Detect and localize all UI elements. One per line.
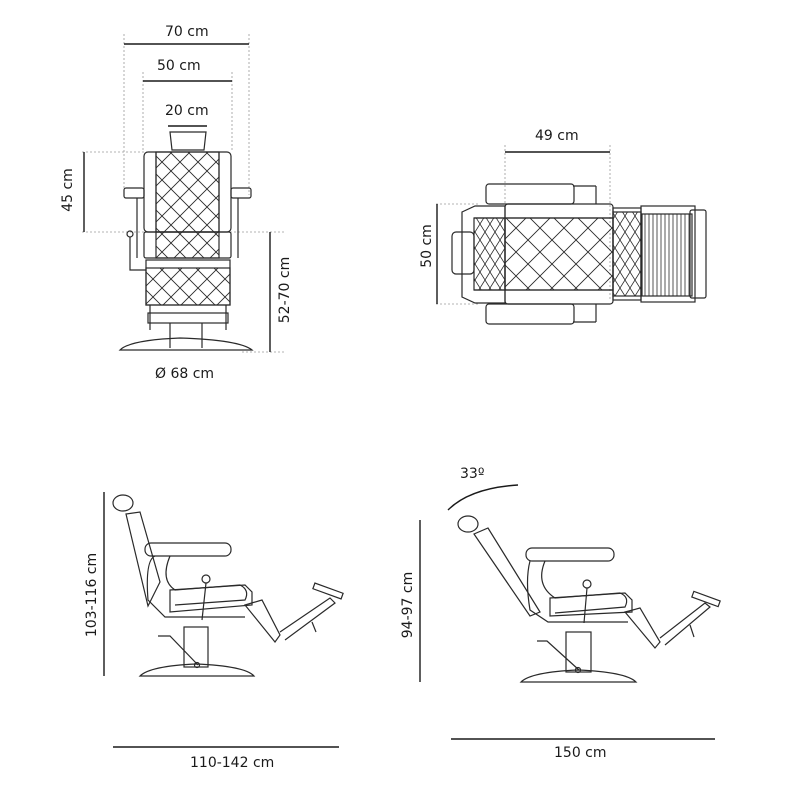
- recline-angle-label: 33º: [460, 466, 485, 482]
- side-reclined-view: [419, 484, 721, 740]
- overall-width-label: 70 cm: [165, 24, 209, 40]
- top-seat-width-label: 50 cm: [418, 224, 435, 268]
- upright-dim-lines: [103, 492, 339, 748]
- upright-length-label: 110-142 cm: [190, 755, 275, 771]
- headrest-width-label: 20 cm: [165, 103, 209, 119]
- side-upright-view: [103, 492, 344, 748]
- top-dim-lines: [436, 151, 610, 304]
- base-diameter-label: Ø 68 cm: [155, 366, 215, 382]
- top-view: [436, 145, 707, 325]
- recline-angle-arc: [447, 484, 519, 511]
- reclined-dim-lines: [419, 484, 715, 740]
- seat-height-label: 52-70 cm: [277, 256, 294, 324]
- front-view: [82, 34, 285, 353]
- front-dim-lines: [83, 43, 271, 352]
- reclined-length-label: 150 cm: [554, 745, 607, 761]
- seat-depth-label: 49 cm: [535, 128, 579, 144]
- reclined-height-label: 94-97 cm: [400, 571, 417, 639]
- backrest-height-label: 45 cm: [59, 168, 76, 212]
- upright-height-label: 103-116 cm: [84, 552, 101, 638]
- seat-width-label: 50 cm: [157, 58, 201, 74]
